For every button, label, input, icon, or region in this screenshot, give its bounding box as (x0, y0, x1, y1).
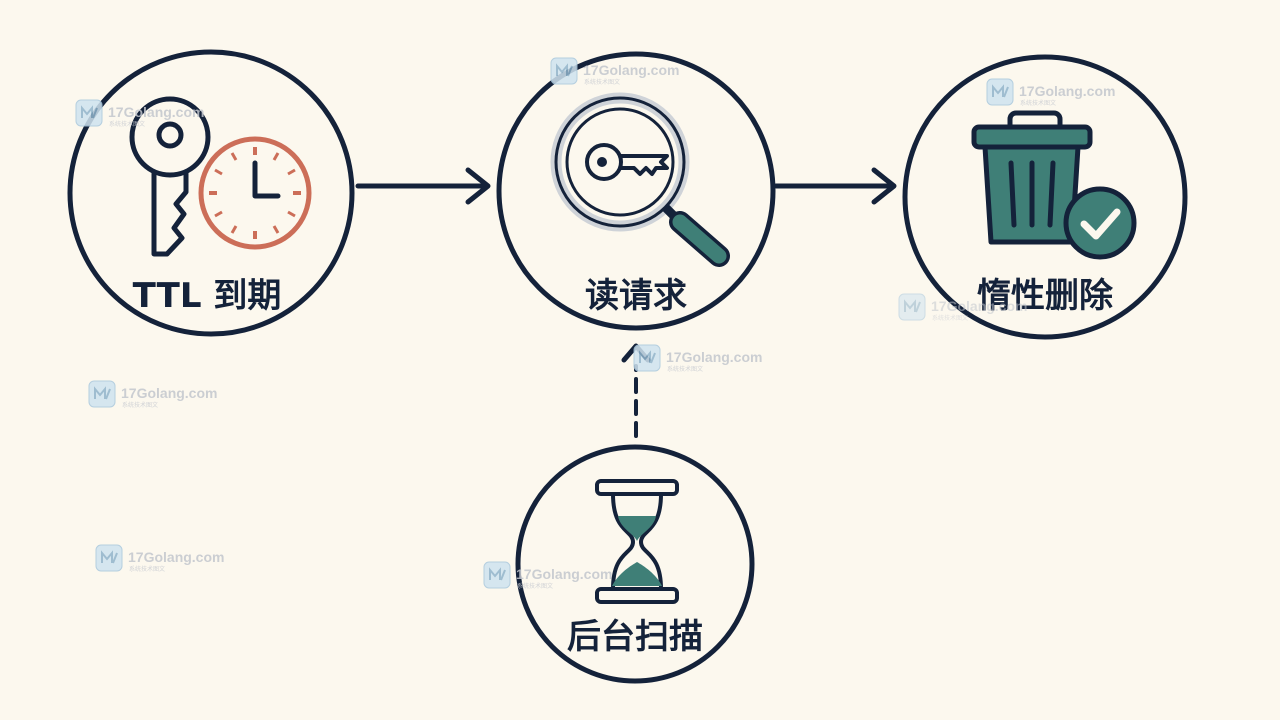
clock-icon (198, 136, 312, 250)
watermark-3: 17Golang.com 系统技术图文 (986, 78, 1115, 107)
watermark-1: 17Golang.com 系统技术图文 (75, 99, 204, 128)
watermark-text: 17Golang.com (121, 385, 217, 401)
watermark-text: 17Golang.com (583, 62, 679, 78)
node-background-scan: 后台扫描 (515, 444, 755, 684)
arrow-read-to-delete (773, 167, 897, 205)
watermark-subtext: 系统技术图文 (109, 120, 145, 128)
watermark-6: 17Golang.com 系统技术图文 (88, 380, 217, 409)
watermark-text: 17Golang.com (128, 549, 224, 565)
watermark-text: 17Golang.com (1019, 83, 1115, 99)
watermark-subtext: 系统技术图文 (129, 565, 165, 573)
node-lazy-delete: 惰性删除 (902, 54, 1188, 340)
node-lazy-delete-label: 惰性删除 (977, 276, 1114, 316)
magnifier-key-icon (550, 92, 730, 267)
watermark-subtext: 系统技术图文 (1020, 99, 1056, 107)
arrow-ttl-to-read (355, 167, 491, 205)
watermark-7: 17Golang.com 系统技术图文 (95, 544, 224, 573)
node-ttl-expire-label: TTL 到期 (133, 276, 282, 316)
key-icon (129, 96, 211, 257)
watermark-2: 17Golang.com 系统技术图文 (550, 57, 679, 86)
node-background-scan-label: 后台扫描 (567, 617, 703, 657)
watermark-text: 17Golang.com (108, 104, 204, 120)
trash-can-icon (971, 110, 1093, 245)
hourglass-icon (595, 479, 679, 604)
watermark-text: 17Golang.com (516, 566, 612, 582)
node-read-request-label: 读请求 (585, 276, 687, 316)
watermark-subtext: 系统技术图文 (584, 78, 620, 86)
watermark-8: 17Golang.com 系统技术图文 (483, 561, 612, 590)
watermark-5: 17Golang.com 系统技术图文 (633, 344, 762, 373)
watermark-4: 17Golang.com 系统技术图文 (898, 293, 1027, 322)
watermark-subtext: 系统技术图文 (932, 314, 968, 322)
node-read-request: 读请求 (496, 51, 776, 331)
watermark-text: 17Golang.com (666, 349, 762, 365)
watermark-subtext: 系统技术图文 (122, 401, 158, 409)
node-ttl-expire: TTL 到期 (67, 49, 355, 337)
check-badge-icon (1063, 186, 1137, 260)
watermark-subtext: 系统技术图文 (667, 365, 703, 373)
watermark-text: 17Golang.com (931, 298, 1027, 314)
watermark-subtext: 系统技术图文 (517, 582, 553, 590)
